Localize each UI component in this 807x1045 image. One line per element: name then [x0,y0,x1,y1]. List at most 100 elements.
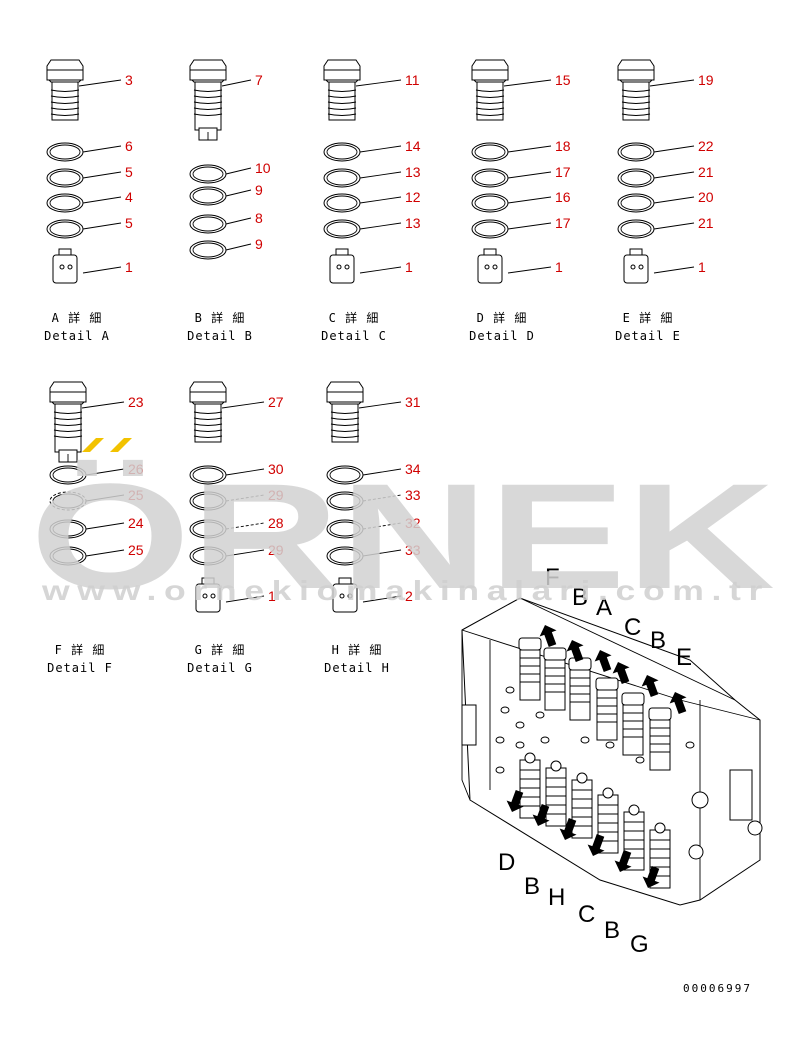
view-letter-bottom: B [524,873,540,900]
detail-caption-en: Detail B [187,329,253,343]
callout-6: 6 [125,138,133,154]
callout-33: 33 [405,487,421,503]
watermark-logo: ÖRNEK [30,452,775,620]
view-letter-bottom: G [630,931,649,958]
callout-21: 21 [698,215,714,231]
detail-b: 7 10 9 8 9 B 詳 細 Detail B [187,59,271,343]
callout-2: 2 [405,588,413,604]
drawing-code: 00006997 [683,982,752,995]
detail-caption-jp: H 詳 細 [332,642,383,657]
callout-22: 22 [698,138,714,154]
view-letter-bottom: D [498,849,515,876]
direction-arrow [614,849,632,872]
callout-8: 8 [255,210,263,226]
callout-13: 13 [405,215,421,231]
watermark-accent [82,438,132,452]
view-letter-top: B [572,584,588,611]
callout-24: 24 [128,515,144,531]
callout-26: 26 [128,461,144,477]
direction-arrow [612,662,630,685]
callout-19: 19 [698,72,714,88]
callout-23: 23 [128,394,144,410]
callout-1: 1 [555,259,563,275]
detail-caption-jp: F 詳 細 [55,642,106,657]
detail-c: 11 14 13 12 13 1 C 詳 細 Detail C [321,59,421,343]
detail-caption-en: Detail G [187,661,253,675]
callout-13: 13 [405,164,421,180]
detail-caption-jp: D 詳 細 [477,310,528,325]
callout-5: 5 [125,215,133,231]
view-letter-top: E [676,644,692,671]
callout-25: 25 [128,542,144,558]
watermark-url: www.ornekiomakinalari.com.tr [41,575,770,606]
direction-arrow [587,833,605,856]
view-letter-top: B [650,627,666,654]
callout-32: 32 [405,515,421,531]
callout-29: 29 [268,487,284,503]
callout-27: 27 [268,394,284,410]
callout-34: 34 [405,461,421,477]
callout-3: 3 [125,72,133,88]
direction-arrow [669,692,687,715]
callout-25: 25 [128,487,144,503]
callout-12: 12 [405,189,421,205]
view-letter-top: C [624,614,641,641]
view-letter-bottom: C [578,901,595,928]
direction-arrow [532,803,550,826]
callout-7: 7 [255,72,263,88]
callout-17: 17 [555,215,571,231]
callout-10: 10 [255,160,271,176]
callout-18: 18 [555,138,571,154]
direction-arrow [594,650,612,673]
callout-1: 1 [698,259,706,275]
callout-21: 21 [698,164,714,180]
callout-30: 30 [268,461,284,477]
view-letter-bottom: B [604,917,620,944]
callout-1: 1 [125,259,133,275]
detail-f: 23 26 25 24 25 F 詳 細 Detail F [47,381,144,675]
callout-31: 31 [405,394,421,410]
detail-caption-en: Detail E [615,329,681,343]
callout-29: 29 [268,542,284,558]
callout-1: 1 [268,588,276,604]
direction-arrow [641,675,659,698]
detail-h: 31 34 33 32 33 2 H 詳 細 Detail H [324,381,421,675]
detail-e: 19 22 21 20 21 1 E 詳 細 Detail E [615,59,714,343]
direction-arrow [506,789,524,812]
callout-1: 1 [405,259,413,275]
detail-caption-jp: C 詳 細 [329,310,380,325]
view-letter-top: A [596,594,612,621]
detail-g: 27 30 29 28 29 1 G 詳 細 Detail G [187,381,284,675]
direction-arrow [566,640,584,663]
detail-caption-jp: E 詳 細 [623,310,674,325]
detail-caption-en: Detail C [321,329,387,343]
callout-11: 11 [405,72,420,88]
detail-caption-en: Detail F [47,661,113,675]
callout-33: 33 [405,542,421,558]
detail-caption-jp: A 詳 細 [52,310,103,325]
detail-caption-en: Detail D [469,329,535,343]
direction-arrow [559,817,577,840]
callout-15: 15 [555,72,571,88]
callout-14: 14 [405,138,421,154]
callout-9: 9 [255,236,263,252]
detail-caption-jp: B 詳 細 [195,310,246,325]
detail-caption-jp: G 詳 細 [195,642,246,657]
callout-5: 5 [125,164,133,180]
view-letter-top: F [545,564,560,591]
view-letter-bottom: H [548,884,565,911]
detail-d: 15 18 17 16 17 1 D 詳 細 Detail D [469,59,571,343]
detail-caption-en: Detail H [324,661,390,675]
direction-arrow [642,865,660,888]
callout-20: 20 [698,189,714,205]
callout-9: 9 [255,182,263,198]
callout-4: 4 [125,189,133,205]
callout-28: 28 [268,515,284,531]
callout-16: 16 [555,189,571,205]
callout-17: 17 [555,164,571,180]
direction-arrow [539,625,557,648]
